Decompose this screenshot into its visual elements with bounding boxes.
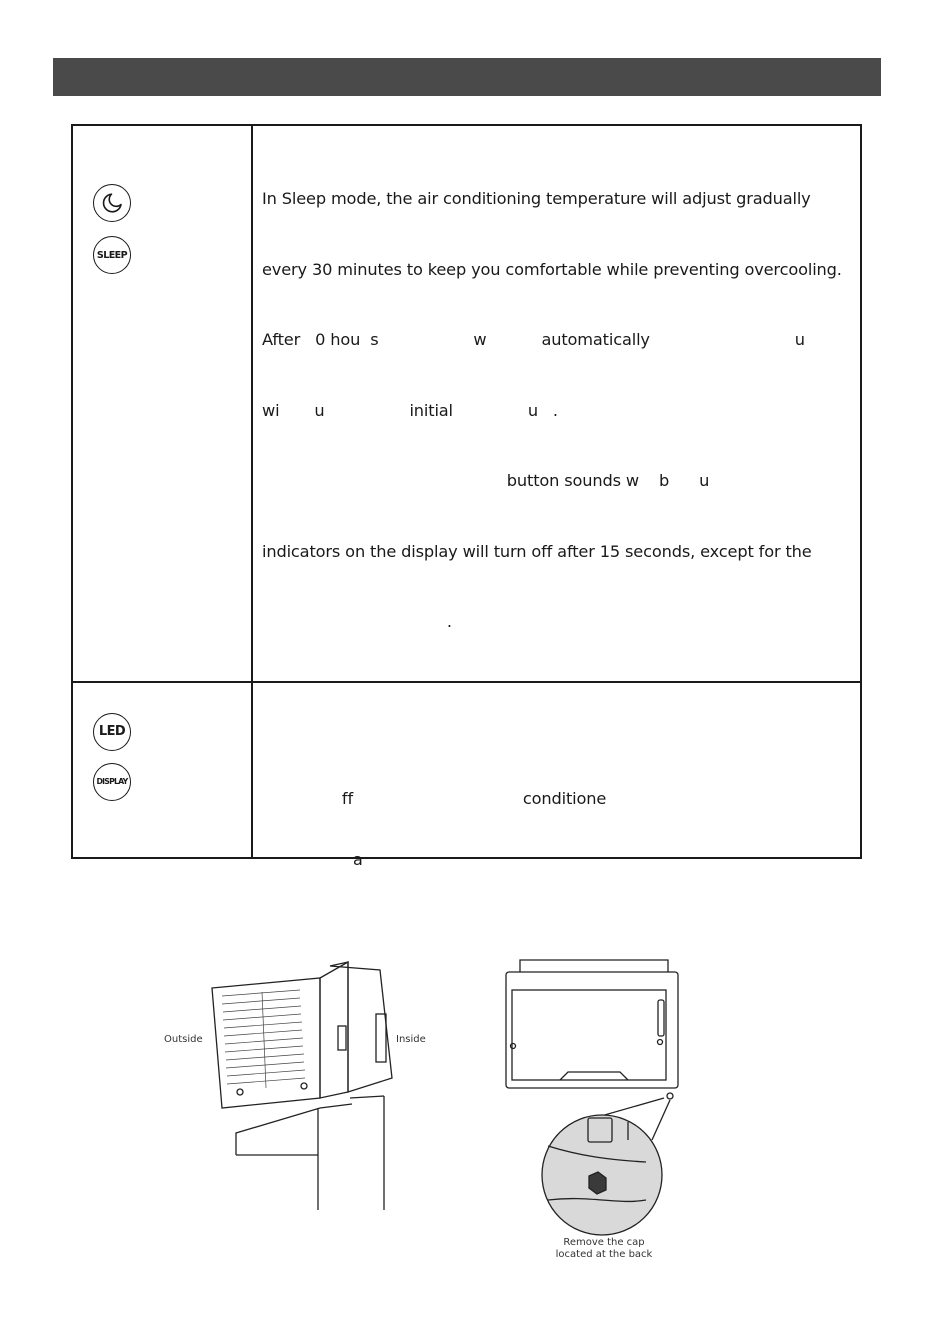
sleep-line-7: .: [262, 612, 452, 631]
sleep-description: In Sleep mode, the air conditioning temp…: [251, 124, 862, 683]
sleep-line-6: indicators on the display will turn off …: [262, 541, 812, 561]
right-illustration-unit-back: [505, 959, 679, 1236]
moon-icon-glyph: [102, 193, 122, 213]
feature-table: SLEEP In Sleep mode, the air conditionin…: [71, 124, 862, 859]
unit-back-housing: [505, 971, 679, 1089]
display-description: ff conditione: [251, 680, 862, 859]
unit-top: [519, 959, 669, 972]
section-header-bar: [53, 58, 881, 96]
moon-icon: [93, 184, 131, 222]
sleep-line-4: wi u initial u .: [262, 400, 558, 420]
cap-caption: Remove the cap located at the back: [548, 1237, 660, 1261]
outside-label: Outside: [164, 1034, 203, 1045]
sleep-icon: SLEEP: [93, 236, 131, 274]
sleep-line-3: After 0 hou s w automatically u: [262, 330, 805, 349]
sleep-line-5: button sounds w b u: [262, 471, 710, 490]
sleep-icon-cell: SLEEP: [71, 124, 253, 683]
display-icon: DISPLAY: [93, 762, 131, 801]
display-feature-row: LED DISPLAY ff conditione: [71, 680, 862, 859]
sleep-line-2: every 30 minutes to keep you comfortable…: [262, 259, 842, 279]
inside-label: Inside: [396, 1034, 426, 1045]
drain-cap: [588, 1171, 607, 1195]
sleep-line-1: In Sleep mode, the air conditioning temp…: [262, 189, 811, 208]
drain-cap-marker: [666, 1092, 674, 1100]
cap-caption-line-1: Remove the cap: [563, 1237, 645, 1248]
sleep-feature-row: SLEEP In Sleep mode, the air conditionin…: [71, 124, 862, 683]
display-icon-label: DISPLAY: [96, 777, 128, 786]
display-line-1: ff conditione: [262, 788, 607, 808]
display-icon-cell: LED DISPLAY: [71, 680, 253, 859]
stray-text: a: [353, 850, 363, 869]
led-icon-label: LED: [98, 724, 126, 739]
left-illustration-window-unit: [211, 960, 393, 1210]
sleep-icon-label: SLEEP: [96, 249, 128, 261]
window-sill: [235, 1103, 353, 1155]
unit-inside-section: [329, 961, 393, 1093]
cap-caption-line-2: located at the back: [555, 1249, 653, 1260]
led-icon: LED: [93, 712, 131, 751]
unit-side-frame: [319, 960, 349, 1099]
